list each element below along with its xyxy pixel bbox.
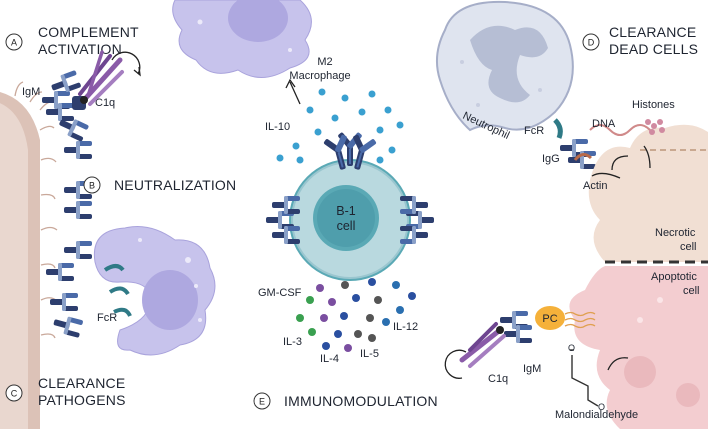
igm-label-right: IgM [523, 363, 541, 375]
c1q-right-icon [459, 322, 506, 368]
il10-cytokines: IL-10 [265, 88, 404, 164]
badge-d: D [588, 38, 595, 48]
necrotic-label-line2: cell [680, 241, 697, 253]
panel-b-title: NEUTRALIZATION [114, 177, 236, 193]
il3-label: IL-3 [283, 336, 302, 348]
arrow-icon [289, 81, 301, 105]
panel-d-title-line2: DEAD CELLS [609, 41, 698, 57]
panel-c-title-line2: PATHOGENS [38, 392, 126, 408]
c1q-label-left: C1q [95, 97, 115, 109]
c1q-label-right: C1q [488, 373, 508, 385]
m2-label-line1: M2 [317, 56, 332, 68]
cytokine-dot-icon [296, 278, 416, 352]
panel-e: E IMMUNOMODULATION [253, 392, 438, 410]
malondialdehyde-label: Malondialdehyde [555, 409, 638, 421]
panel-b: B NEUTRALIZATION [64, 141, 236, 259]
igm-label-left: IgM [22, 86, 40, 98]
pc-badge [535, 306, 565, 330]
fcr-label-right: FcR [524, 125, 544, 137]
panel-e-title: IMMUNOMODULATION [284, 393, 438, 409]
il4-label: IL-4 [320, 353, 339, 365]
necrotic-label-line1: Necrotic [655, 227, 696, 239]
fcr-receptor-icon [103, 264, 132, 317]
bacterium [0, 81, 58, 429]
gmcsf-label: GM-CSF [258, 287, 302, 299]
actin-label: Actin [583, 180, 607, 192]
badge-b: B [89, 181, 95, 191]
antibody-icon [64, 141, 92, 159]
badge-c: C [11, 389, 18, 399]
histone-cluster-icon [645, 119, 665, 135]
svg-text:O: O [568, 343, 575, 353]
dna-label: DNA [592, 118, 616, 130]
svg-text:O: O [598, 402, 605, 412]
il10-label: IL-10 [265, 121, 290, 133]
apoptotic-label-line1: Apoptotic [651, 271, 697, 283]
panel-d: D CLEARANCE DEAD CELLS [582, 24, 698, 57]
panel-a: A COMPLEMENT ACTIVATION IgM C1q [5, 24, 141, 142]
il5-label: IL-5 [360, 348, 379, 360]
panel-d-title-line1: CLEARANCE [609, 24, 696, 40]
igm-pentamer-icon [42, 69, 90, 142]
cytokine-cluster: GM-CSF IL-12 IL-3 IL-4 IL-5 [258, 278, 418, 365]
histones-label: Histones [632, 99, 675, 111]
b1-label-line2: cell [337, 219, 356, 233]
pc-label: PC [542, 313, 557, 325]
igg-label: IgG [542, 153, 560, 165]
fcr-receptor-right-icon [553, 118, 563, 139]
malondialdehyde-molecule-icon [570, 349, 599, 407]
b1-label-line1: B-1 [336, 204, 356, 218]
apoptotic-cell: Apoptotic cell PC C1q IgM O O Malondiald… [444, 266, 708, 429]
c1q-icon [78, 50, 124, 106]
fcr-label-left: FcR [97, 312, 117, 324]
b1-cell: B-1 cell [266, 131, 434, 281]
il12-label: IL-12 [393, 321, 418, 333]
panel-c-title-line1: CLEARANCE [38, 375, 125, 391]
m2-macrophage: M2 Macrophage [172, 0, 351, 105]
badge-a: A [11, 38, 17, 48]
neutrophil: Neutrophil FcR IgG [435, 0, 596, 169]
panel-c: FcR C CLEARANCE PATHOGENS [5, 226, 216, 408]
dna-strand-icon [589, 124, 651, 136]
badge-e: E [259, 397, 265, 407]
panel-a-title-line1: COMPLEMENT [38, 24, 139, 40]
m2-label-line2: Macrophage [289, 70, 350, 82]
necrotic-cell: Necrotic cell DNA Histones Actin [573, 99, 708, 264]
apoptotic-label-line2: cell [683, 285, 700, 297]
